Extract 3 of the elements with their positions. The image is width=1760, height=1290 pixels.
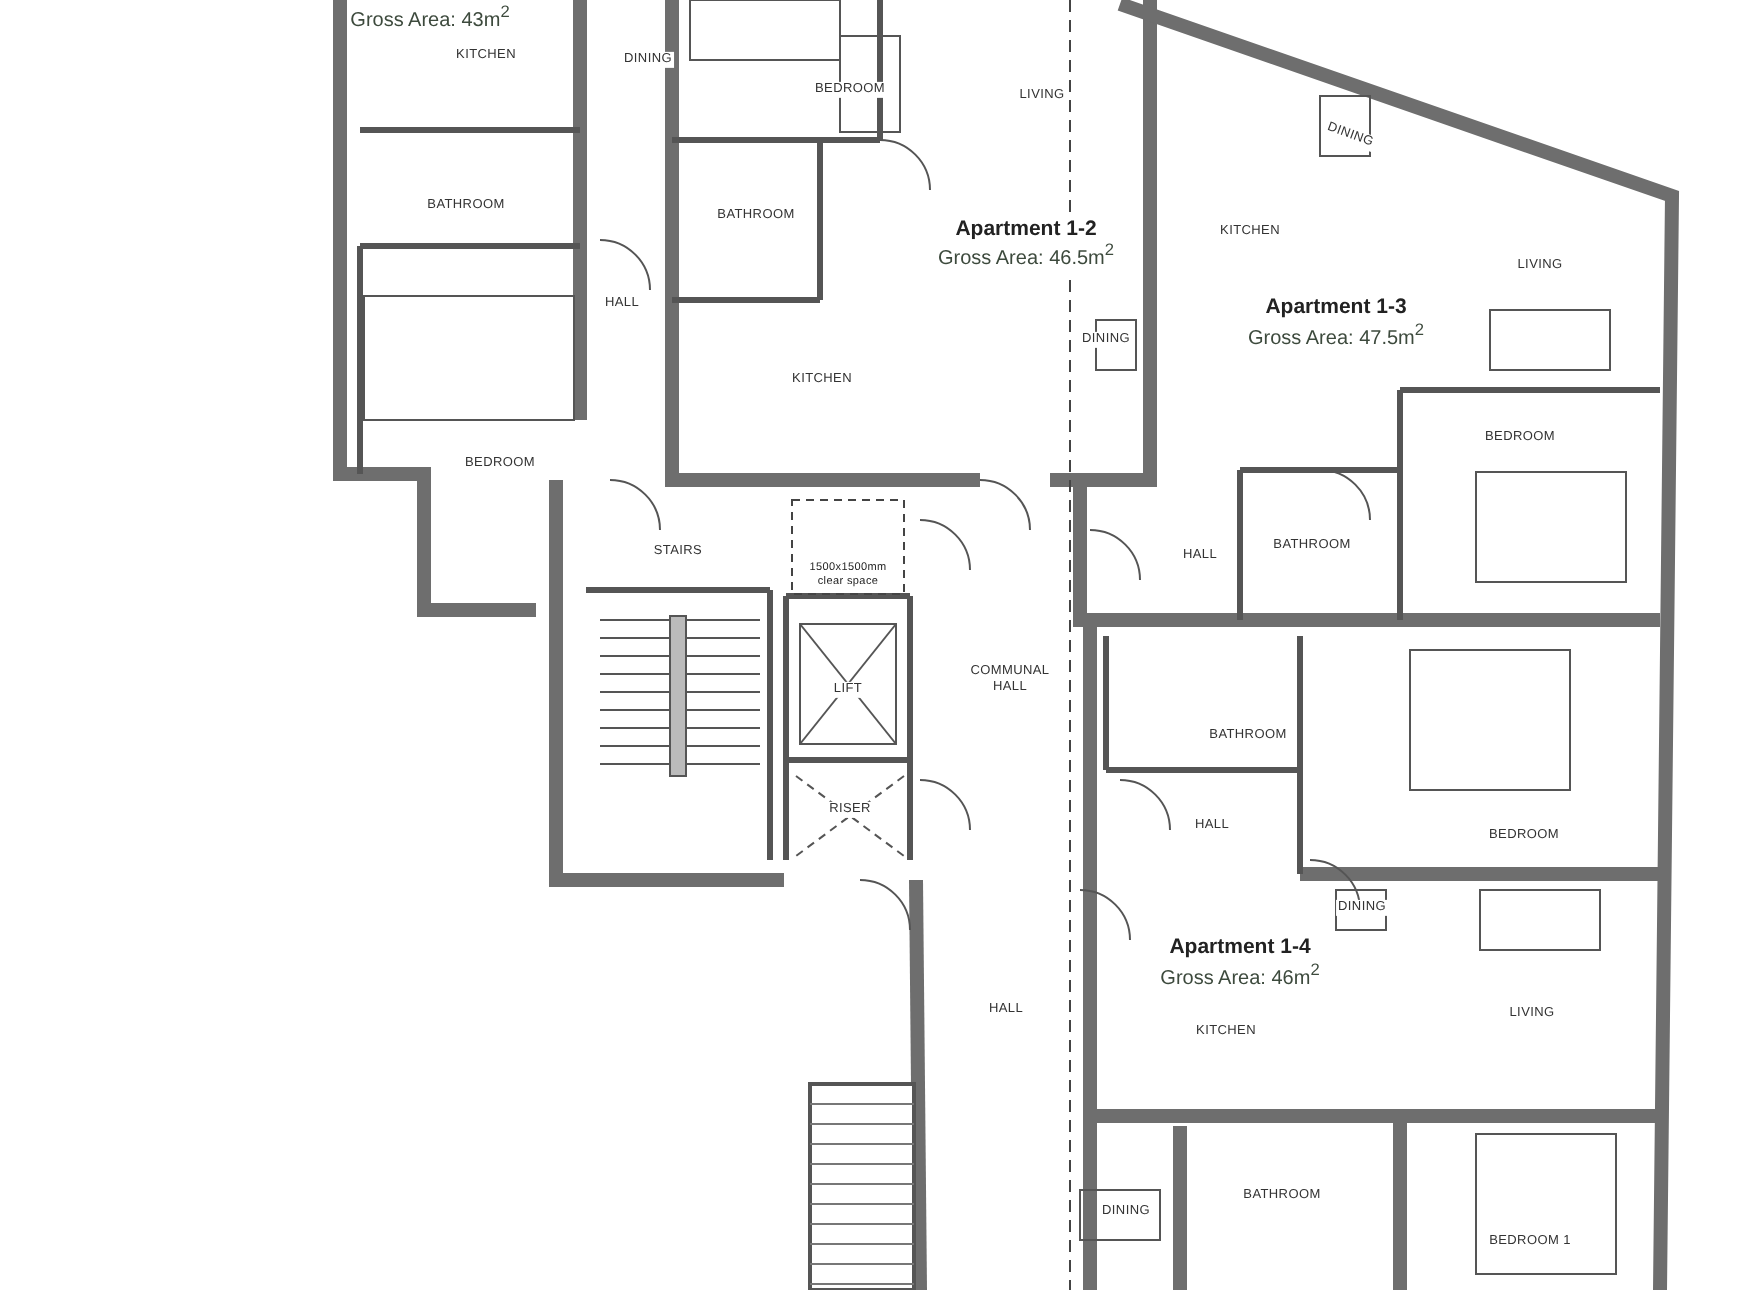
apartment-title: Apartment 1-4	[1167, 934, 1313, 962]
apartment-title: Apartment 1-3	[1263, 294, 1409, 322]
area-label: Gross Area: 46.5m$^{2}$	[936, 239, 1116, 273]
